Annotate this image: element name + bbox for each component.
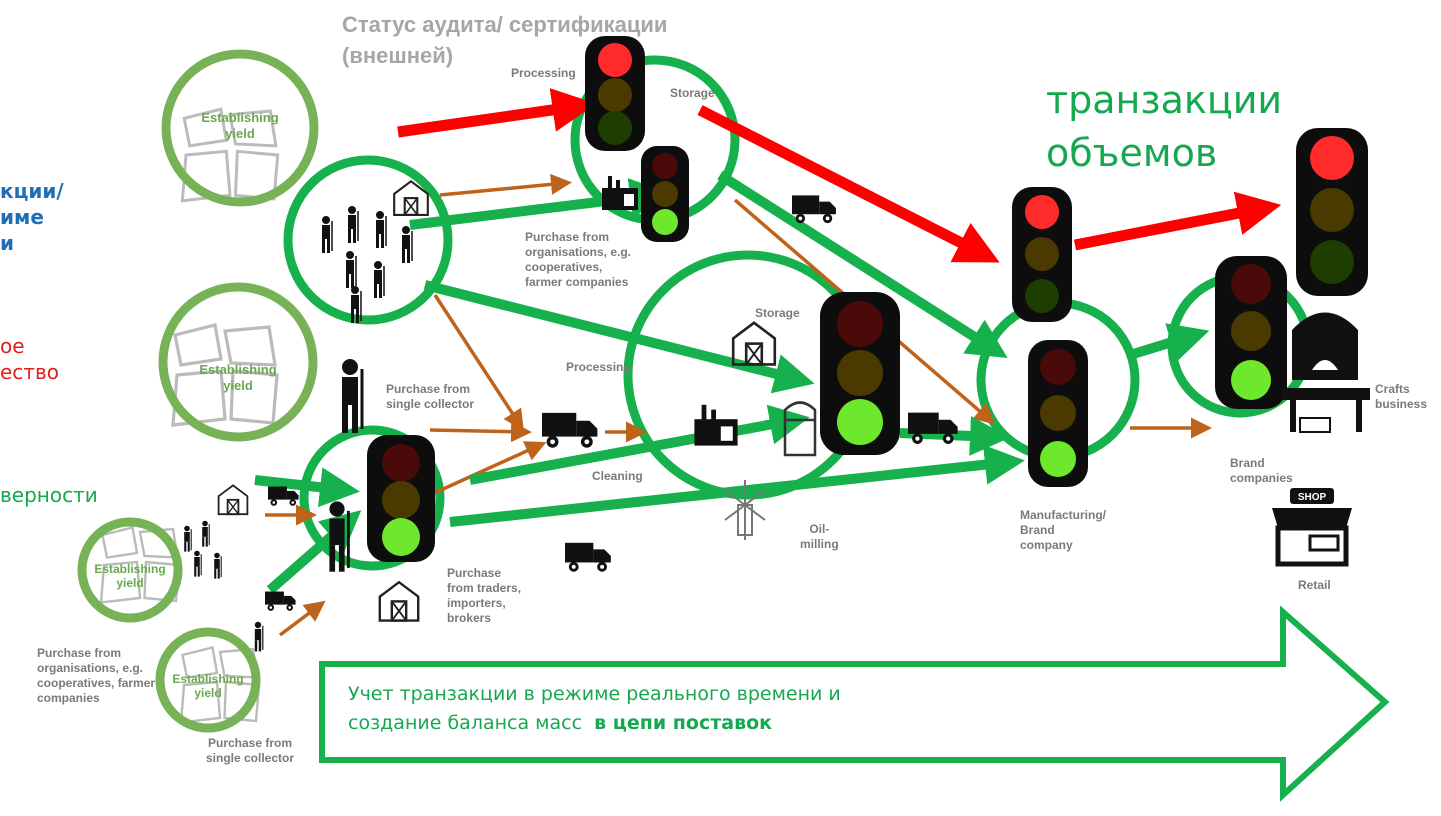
yield-circle-2 — [158, 282, 318, 442]
farmer-group-icon — [321, 205, 413, 324]
shop-icon: SHOP — [1272, 488, 1352, 567]
purchase-traders-label: Purchase from traders, importers, broker… — [447, 566, 522, 625]
yield-circle-4 — [155, 627, 261, 733]
barn-icon — [217, 484, 249, 516]
processing-factory-icon — [694, 404, 738, 446]
supply-chain-text: в цепи поставок — [594, 711, 773, 734]
crafts-business-label: Crafts business — [1375, 382, 1428, 411]
windmill-icon — [724, 480, 766, 540]
yield-circle-3 — [77, 517, 183, 623]
traffic-light-green-brand — [1215, 256, 1287, 409]
realtime-accounting-text: Учет транзакции в режиме реального време… — [348, 680, 1048, 737]
farmer-group-small-icon — [183, 520, 222, 580]
traffic-light-red-brand — [1296, 128, 1368, 296]
storage-barn-icon — [731, 321, 777, 366]
storage-barn-icon — [378, 581, 420, 622]
truck-icon — [792, 195, 836, 224]
establishing-yield-label-2: Establishing yield — [199, 362, 277, 393]
purchase-single-collector-bottom-label: Purchase from single collector — [206, 736, 295, 765]
traffic-light-green-collector — [367, 435, 435, 562]
storage-top-label: Storage — [670, 86, 715, 100]
left-red-text: ое ество — [0, 334, 59, 384]
purchase-organisations-bottom-label: Purchase from organisations, e.g. cooper… — [37, 646, 156, 705]
yield-circles — [77, 49, 319, 733]
shop-sign-text: SHOP — [1298, 492, 1327, 503]
purchase-organisations-top-label: Purchase from organisations, e.g. cooper… — [525, 230, 632, 289]
left-green-text: верности — [0, 483, 98, 507]
truck-icon — [565, 542, 611, 572]
manufacturing-label: Manufacturing/ Brand company — [1020, 508, 1106, 552]
traffic-light-green-top — [641, 146, 689, 242]
realtime-accounting-line1: Учет транзакции в режиме реального време… — [348, 683, 841, 705]
transaction-volumes-title: транзакции объемов — [1046, 78, 1283, 176]
oil-milling-label: Oil- milling — [800, 522, 839, 551]
processing-top-label: Processing — [511, 66, 576, 80]
brand-companies-label: Brand companies — [1230, 456, 1293, 485]
traffic-light-green-mid — [820, 292, 900, 455]
traffic-light-red-top — [585, 36, 645, 151]
retail-label: Retail — [1298, 578, 1331, 592]
collector-circle-bottom — [299, 425, 445, 571]
crafts-store-icon — [1282, 388, 1370, 433]
farmer-icon — [254, 621, 264, 653]
timeline-arrow — [319, 605, 1390, 802]
realtime-accounting-line2: создание баланса масс в цепи поставок — [348, 709, 1048, 738]
establishing-yield-label-1: Establishing yield — [201, 110, 279, 141]
truck-icon — [542, 412, 598, 448]
processing-mid-label: Processing — [566, 360, 631, 374]
mass-balance-text: создание баланса масс — [348, 711, 583, 734]
crafts-oven-icon — [1292, 312, 1358, 380]
establishing-yield-label-3: Establishing yield — [94, 562, 166, 591]
collector-circle-top — [283, 155, 453, 325]
traffic-light-red-manufacturing — [1012, 187, 1072, 322]
truck-icon — [268, 486, 299, 506]
left-blue-text: кции/ име и — [0, 179, 64, 255]
traffic-light-green-manufacturing — [1028, 340, 1088, 487]
establishing-yield-label-4: Establishing yield — [172, 672, 244, 701]
yield-circle-1 — [161, 49, 319, 207]
audit-status-title: Статус аудита/ сертификации (внешней) — [342, 12, 668, 68]
purchase-single-collector-top-label: Purchase from single collector — [386, 382, 475, 411]
cleaning-label: Cleaning — [592, 469, 643, 483]
storage-mid-label: Storage — [755, 306, 800, 320]
processing-factory-icon — [602, 176, 638, 210]
silo-icon — [783, 401, 817, 457]
truck-icon — [265, 591, 296, 611]
collector-icon — [340, 357, 364, 435]
flow-arrows-red — [397, 88, 1282, 263]
